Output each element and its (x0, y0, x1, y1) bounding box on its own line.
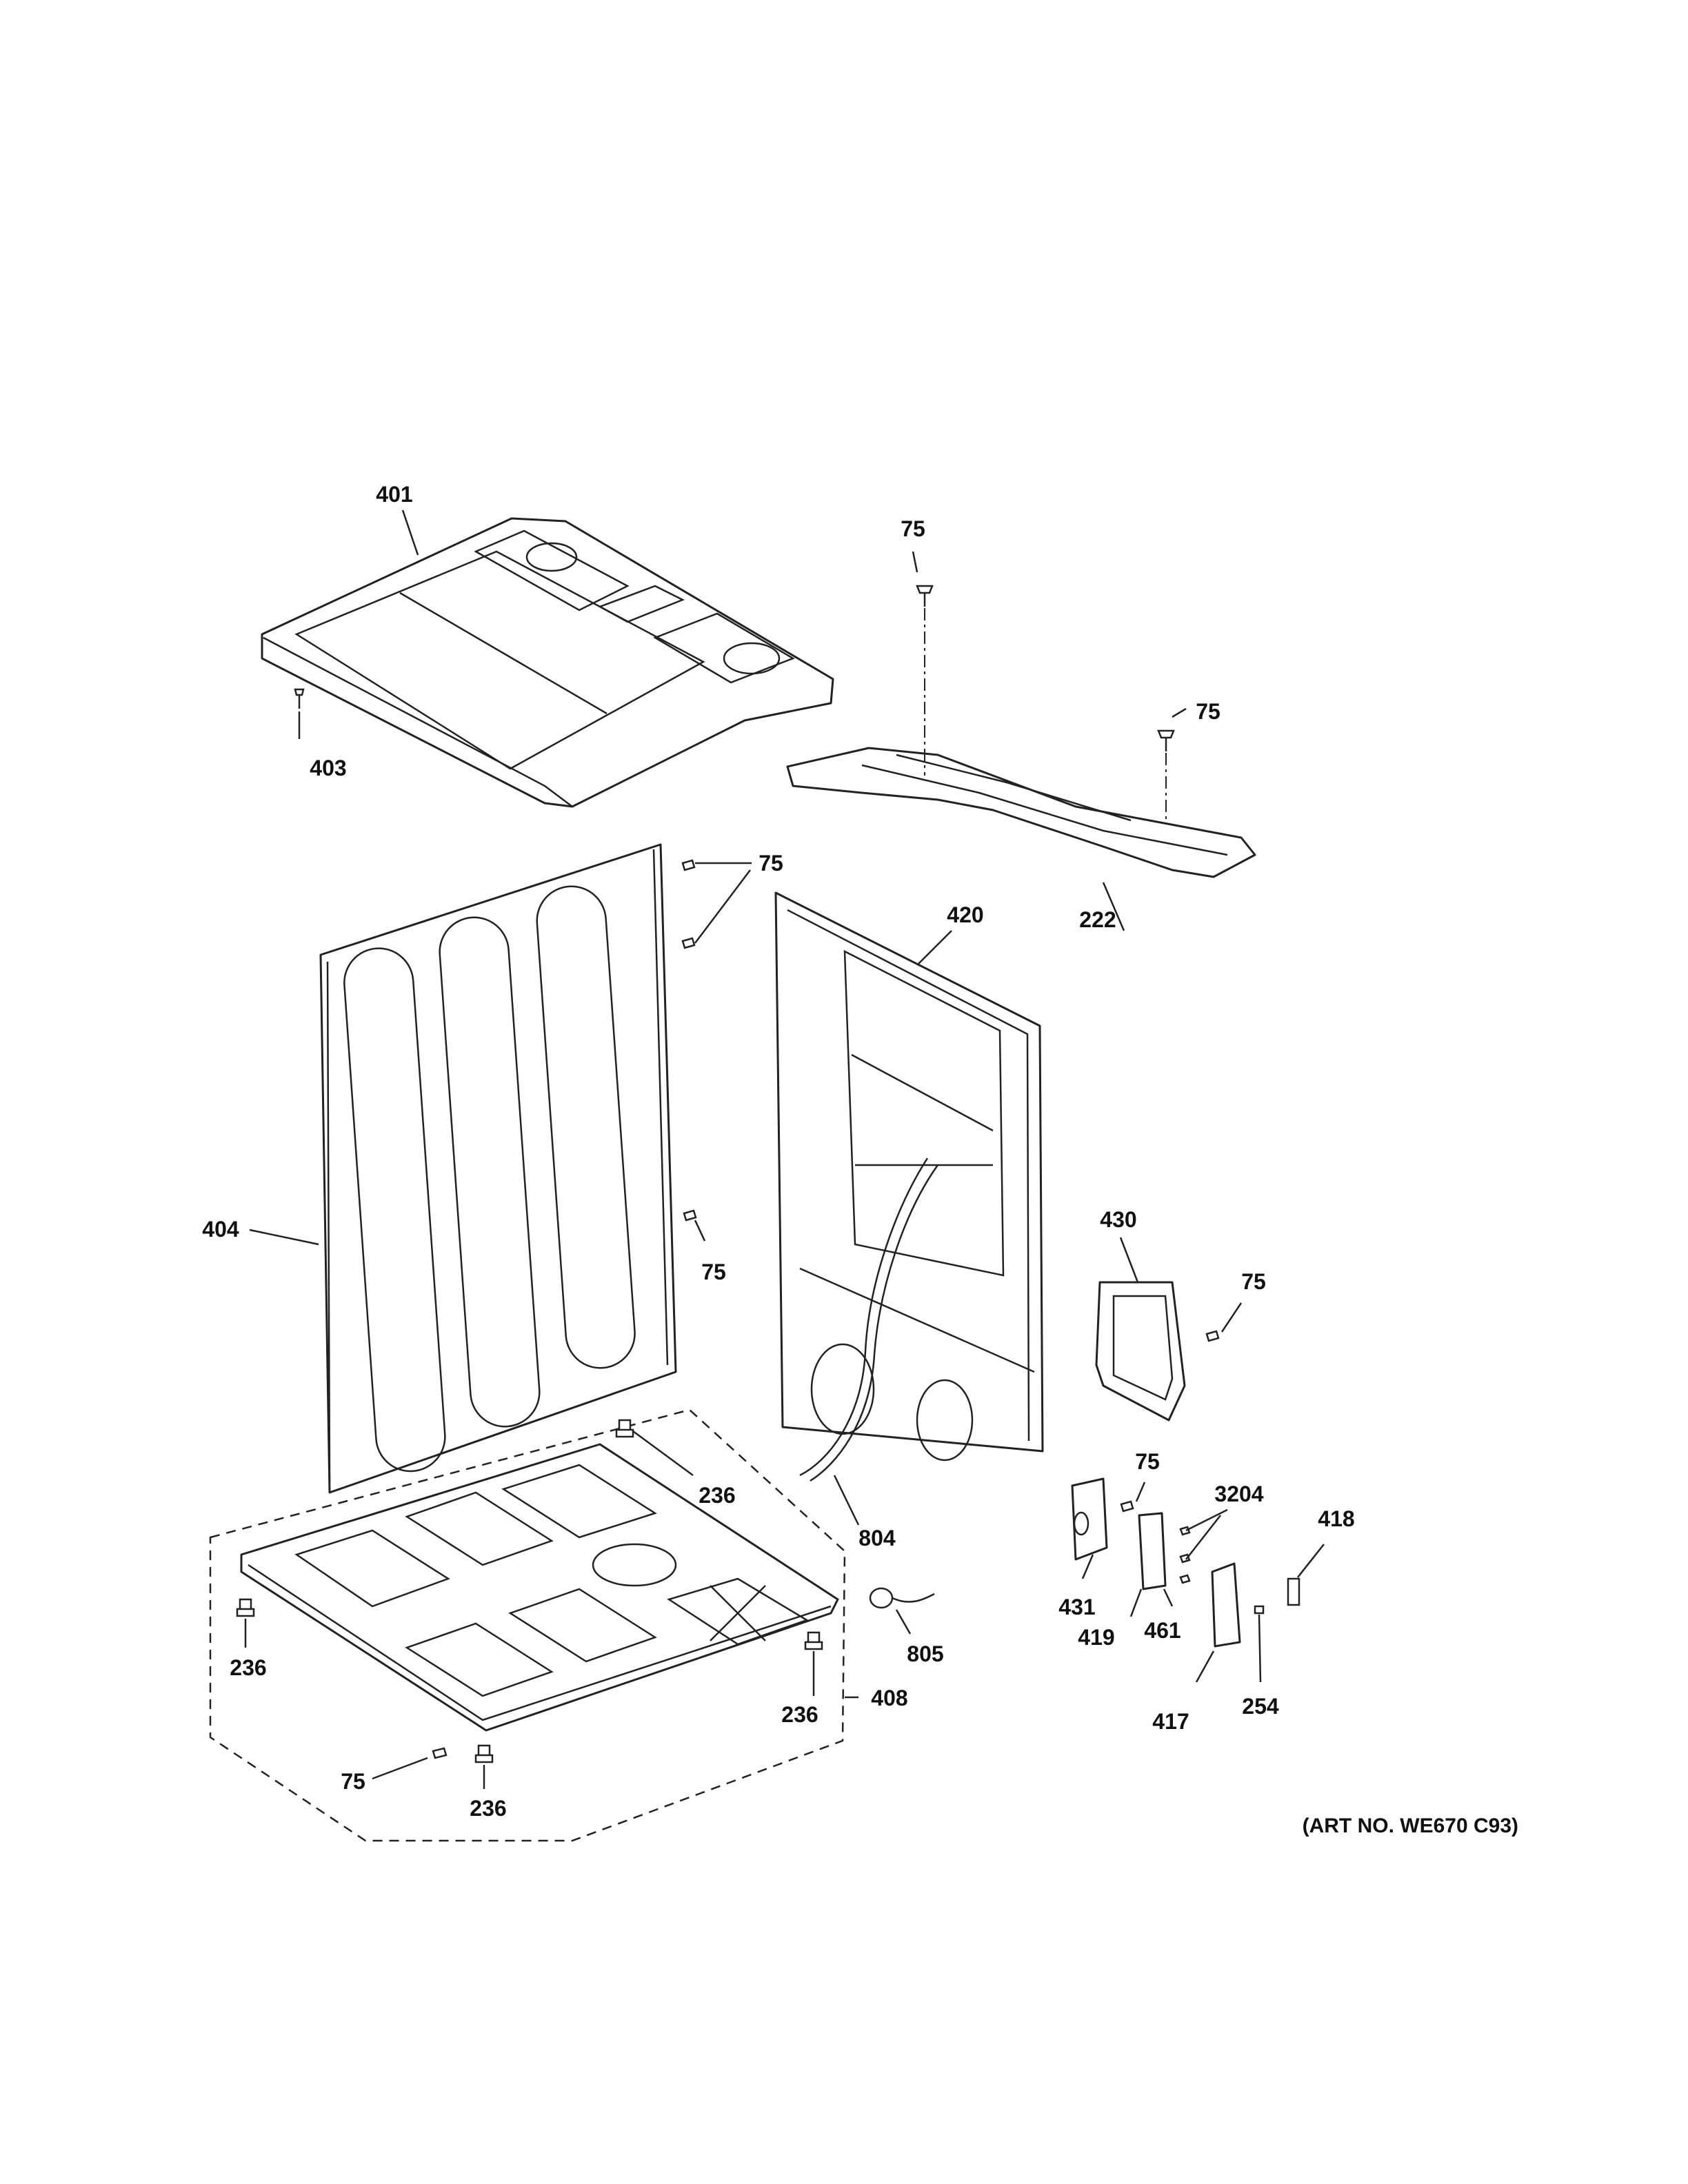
screw-254 (1254, 1605, 1265, 1615)
art-number: (ART NO. WE670 C93) (1303, 1814, 1518, 1837)
screw-75-bracket-a (916, 585, 934, 776)
leader-lines (244, 509, 1325, 1789)
callout-804: 804 (858, 1526, 896, 1550)
callout-3204: 3204 (1214, 1482, 1263, 1506)
callout-222: 222 (1079, 907, 1116, 932)
rear-panel-420 (774, 891, 1044, 1482)
vent-430 (1095, 1281, 1186, 1422)
callout-75: 75 (1196, 699, 1220, 724)
sensor-805 (869, 1587, 935, 1609)
side-panel-404 (319, 843, 677, 1494)
callout-236: 236 (470, 1796, 506, 1821)
base-408 (209, 1408, 846, 1842)
callout-236: 236 (781, 1702, 818, 1727)
callout-419: 419 (1078, 1625, 1114, 1650)
callout-805: 805 (907, 1641, 943, 1666)
cover-417 (1211, 1562, 1241, 1648)
callouts: 401 403 75 75 222 75 420 404 75 430 75 2… (202, 482, 1354, 1821)
screw-75-vent (1205, 1330, 1220, 1342)
callout-430: 430 (1100, 1207, 1136, 1232)
callout-418: 418 (1318, 1506, 1354, 1531)
callout-417: 417 (1152, 1709, 1189, 1734)
callout-404: 404 (202, 1217, 239, 1242)
screw-75-bracket-b (1157, 729, 1175, 820)
callout-75: 75 (758, 851, 783, 876)
callout-75: 75 (1241, 1269, 1266, 1294)
callout-408: 408 (871, 1686, 907, 1710)
callout-461: 461 (1144, 1618, 1180, 1643)
screw-403 (294, 688, 305, 709)
callout-236: 236 (230, 1655, 266, 1680)
callout-431: 431 (1058, 1595, 1095, 1619)
callout-420: 420 (947, 902, 983, 927)
top-bracket-222 (786, 747, 1256, 878)
callout-236: 236 (699, 1483, 735, 1508)
callout-75: 75 (701, 1260, 726, 1284)
terminal-block-431 (1071, 1477, 1108, 1561)
callout-401: 401 (376, 482, 412, 507)
callout-75: 75 (1135, 1449, 1160, 1474)
bracket-419-461 (1138, 1512, 1191, 1590)
fuse-418 (1287, 1577, 1300, 1606)
screw-75-terminal (1120, 1500, 1134, 1513)
leveling-legs-236 (236, 1419, 823, 1763)
callout-254: 254 (1242, 1694, 1279, 1719)
screws-75-side-panel (681, 859, 697, 1222)
callout-75: 75 (901, 516, 925, 541)
callout-75: 75 (341, 1769, 365, 1794)
top-panel-401 (261, 517, 834, 808)
callout-403: 403 (310, 756, 346, 780)
screw-75-base (432, 1747, 448, 1759)
